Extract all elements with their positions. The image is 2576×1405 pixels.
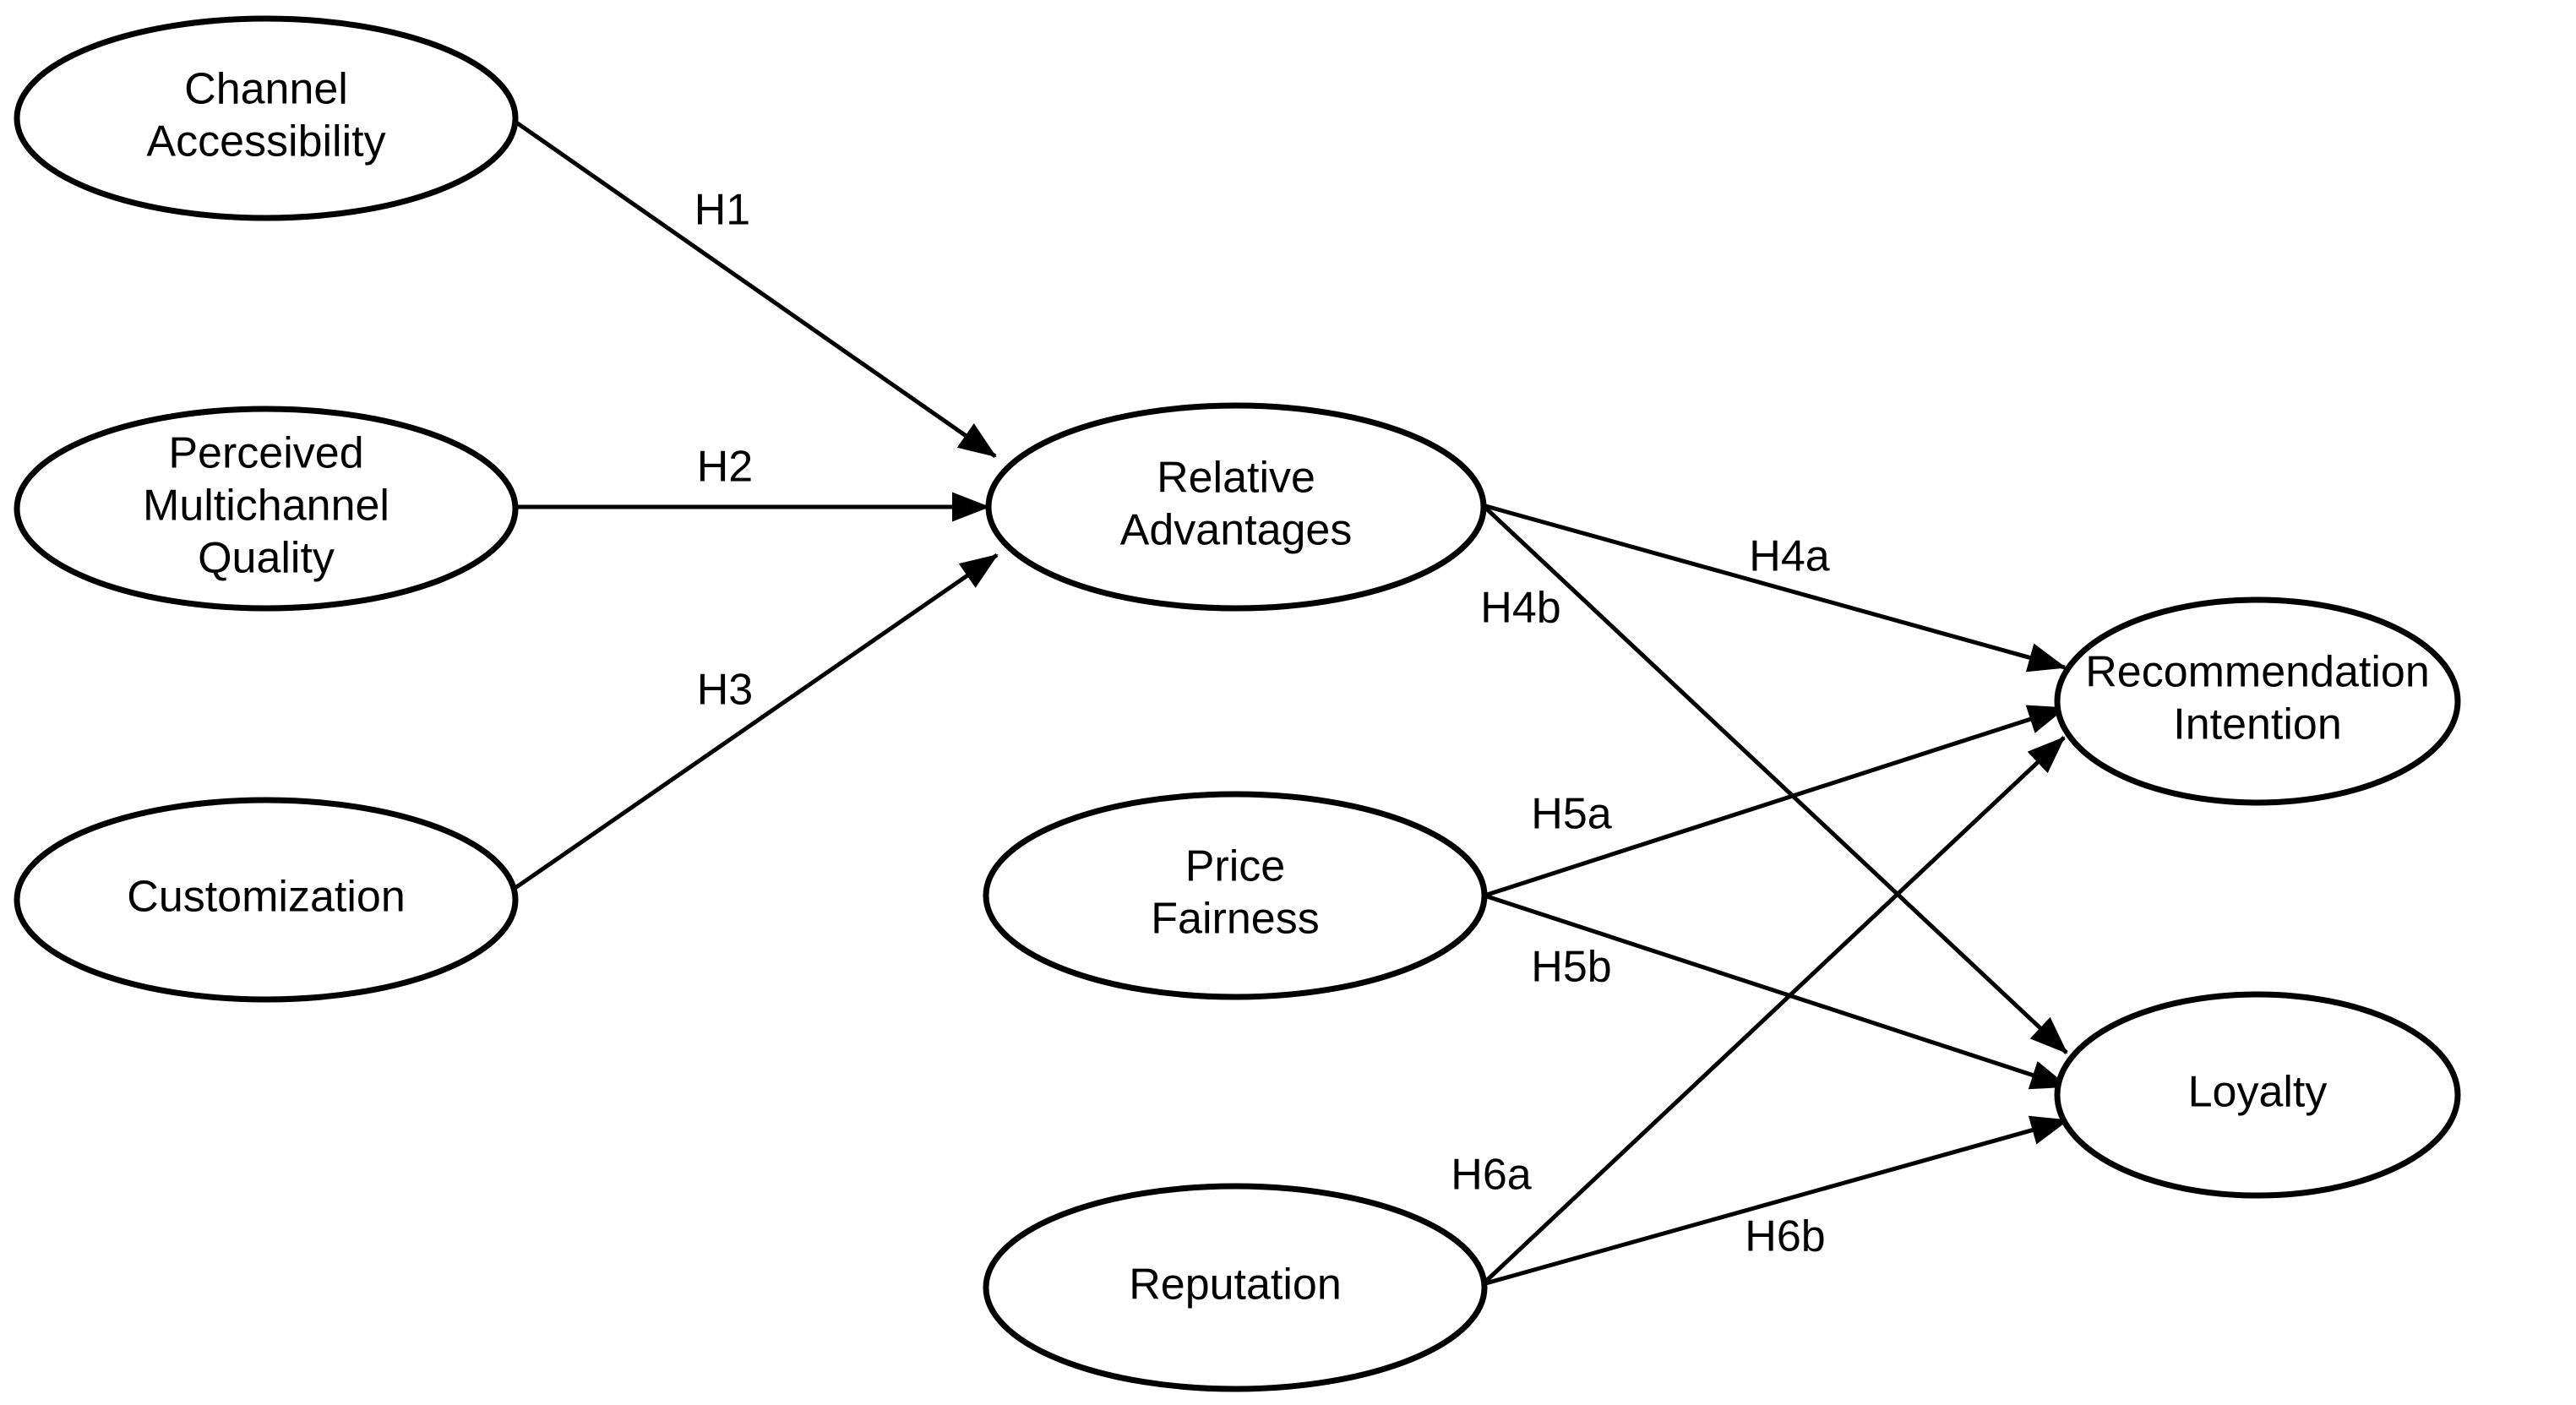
construct-loyalty[interactable]: Loyalty (2054, 991, 2461, 1199)
construct-label-perceived-multichannel-quality-line-2: Quality (198, 534, 335, 583)
construct-label-price-fairness-line-0: Price (1185, 842, 1285, 891)
construct-ellipse-loyalty (2054, 991, 2461, 1199)
path-arrow-h6b (1482, 1115, 2069, 1287)
path-arrow-h5a (1484, 705, 2067, 898)
construct-label-reputation-line-0: Reputation (1129, 1261, 1342, 1310)
construct-ellipse-price-fairness (983, 791, 1488, 1000)
construct-label-perceived-multichannel-quality-line-1: Multichannel (143, 482, 389, 531)
construct-label-price-fairness-line-1: Fairness (1151, 895, 1319, 944)
constructs-layer: ChannelAccessibilityPerceivedMultichanne… (14, 15, 2461, 1392)
construct-label-relative-advantages-line-0: Relative (1157, 454, 1315, 503)
construct-ellipse-perceived-multichannel-quality (14, 406, 519, 612)
construct-label-perceived-multichannel-quality-line-0: Perceived (168, 429, 363, 478)
construct-ellipse-recommendation-intention (2054, 596, 2461, 806)
path-label-h5b: H5b (1531, 943, 1611, 992)
construct-label-channel-accessibility-line-1: Accessibility (146, 117, 385, 166)
path-label-h5a: H5a (1531, 790, 1611, 839)
construct-ellipse-customization (14, 797, 519, 1003)
path-label-h4b: H4b (1480, 584, 1560, 633)
path-label-h6b: H6b (1745, 1212, 1825, 1261)
path-label-h1: H1 (694, 186, 750, 235)
path-label-h4a: H4a (1749, 532, 1829, 581)
construct-label-recommendation-intention-line-1: Intention (2173, 700, 2342, 749)
construct-ellipse-channel-accessibility (14, 15, 519, 221)
construct-label-loyalty-line-0: Loyalty (2188, 1068, 2328, 1117)
path-label-h6a: H6a (1451, 1151, 1531, 1200)
path-arrow-h4a (1482, 503, 2067, 673)
construct-label-recommendation-intention-line-0: Recommendation (2085, 648, 2430, 697)
construct-reputation[interactable]: Reputation (983, 1183, 1488, 1392)
path-arrow-h1 (509, 116, 997, 459)
path-label-h3: H3 (697, 666, 753, 715)
construct-ellipse-relative-advantages (985, 402, 1487, 612)
path-label-h2: H2 (697, 443, 753, 492)
path-arrow-h4b (1481, 504, 2068, 1054)
path-arrow-h6a (1481, 736, 2066, 1286)
construct-label-relative-advantages-line-1: Advantages (1120, 506, 1353, 555)
paths-layer (509, 116, 2069, 1287)
construct-label-customization-line-0: Customization (127, 873, 405, 922)
path-arrow-h5b (1484, 893, 2069, 1090)
construct-customization[interactable]: Customization (14, 797, 519, 1003)
path-arrow-h3 (509, 553, 999, 894)
construct-ellipse-reputation (983, 1183, 1488, 1392)
construct-label-channel-accessibility-line-0: Channel (184, 65, 348, 114)
